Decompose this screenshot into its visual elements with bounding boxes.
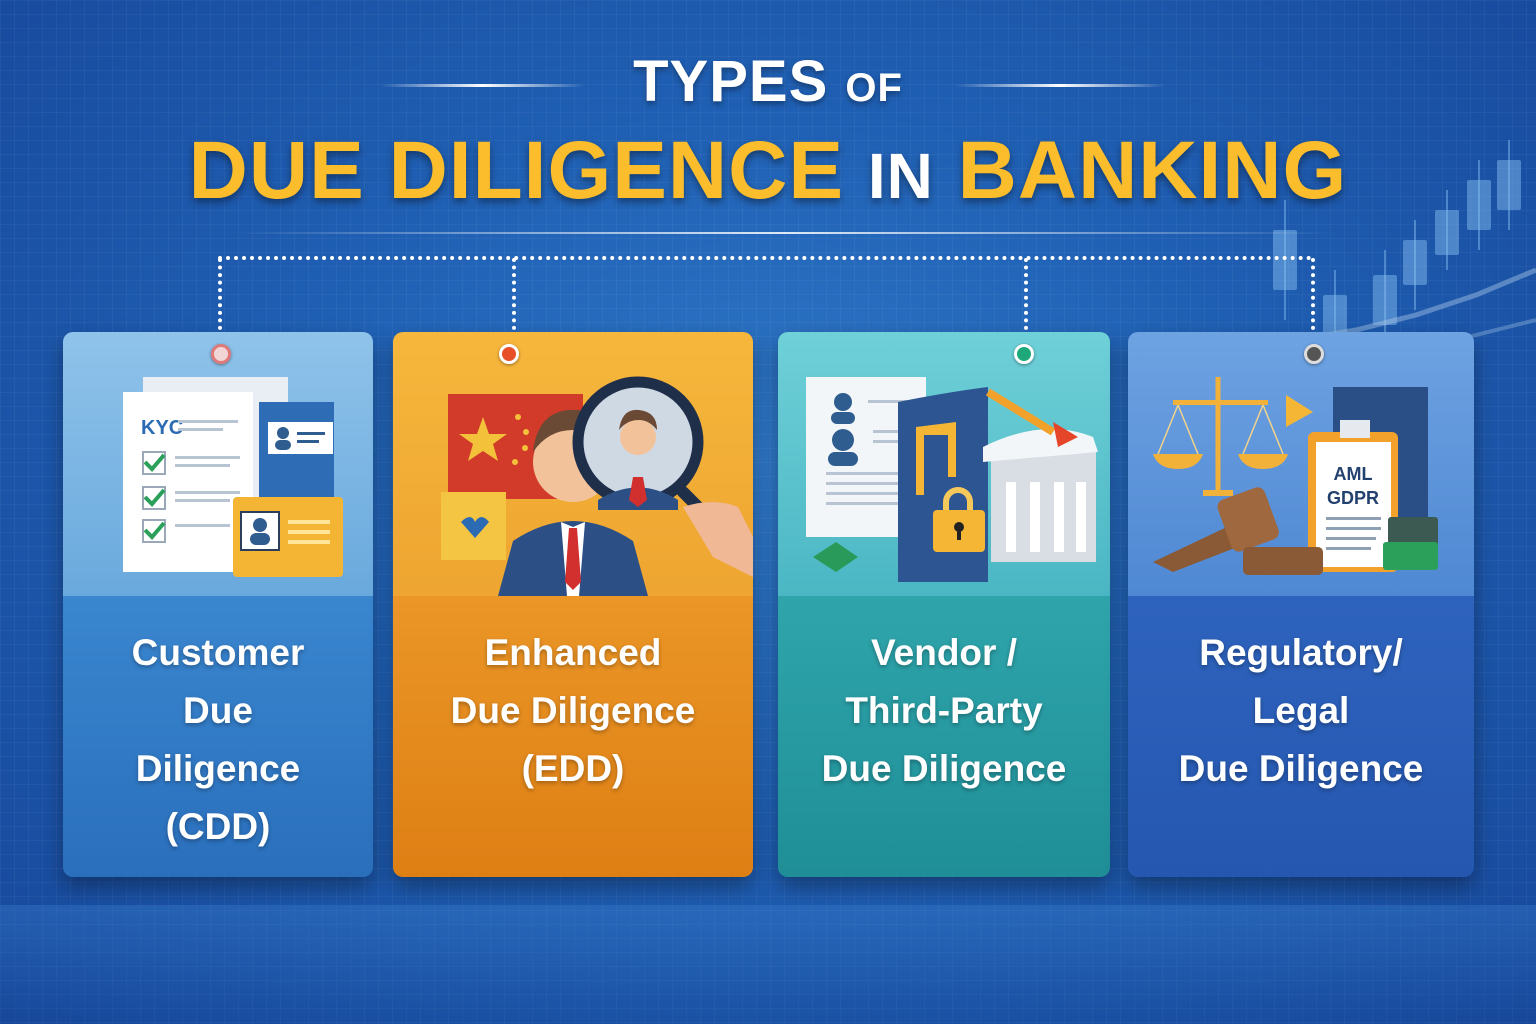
candlestick-chart-decoration [1236, 140, 1536, 520]
connector-horizontal [218, 256, 1312, 260]
pin-icon [211, 344, 231, 364]
card-label-area: Enhanced Due Diligence (EDD) [393, 596, 753, 877]
svg-text:AML: AML [1334, 464, 1373, 484]
title-in: IN [867, 140, 934, 212]
svg-text:KYC: KYC [141, 417, 183, 439]
title-divider [230, 232, 1336, 234]
card-illustration-area: AML GDPR [1128, 332, 1474, 596]
card-label: Customer Due Diligence (CDD) [131, 632, 305, 847]
magnifying-glass-person-icon [441, 376, 753, 596]
card-illustration-area [393, 332, 753, 596]
connector-edd [512, 258, 516, 330]
connector-cdd [218, 258, 222, 330]
card-label-area: Vendor / Third-Party Due Diligence [778, 596, 1110, 877]
title-line-1: TYPES OF [0, 48, 1536, 115]
title-rule-right [955, 84, 1165, 87]
background-floor [0, 905, 1536, 1024]
svg-text:GDPR: GDPR [1327, 488, 1379, 508]
card-vendor-third-party-due-diligence: Vendor / Third-Party Due Diligence [778, 332, 1110, 877]
pin-icon [1014, 344, 1034, 364]
pin-icon [499, 344, 519, 364]
card-label: Vendor / Third-Party Due Diligence [821, 632, 1067, 789]
title-banking: BANKING [957, 125, 1348, 216]
title-of: OF [845, 66, 903, 110]
card-customer-due-diligence: KYC Customer Due Diligence (CDD) [63, 332, 373, 877]
card-enhanced-due-diligence: Enhanced Due Diligence (EDD) [393, 332, 753, 877]
title-rule-left [380, 84, 585, 87]
connector-regulatory [1311, 258, 1315, 330]
card-label-area: Regulatory/ Legal Due Diligence [1128, 596, 1474, 877]
connector-vendor [1024, 258, 1028, 330]
card-illustration-area [778, 332, 1110, 596]
page-title: DUE DILIGENCE IN BANKING [0, 130, 1536, 212]
pin-icon [1304, 344, 1324, 364]
scales-gavel-clipboard-icon: AML GDPR [1153, 377, 1438, 575]
document-lock-bank-icon [806, 377, 1098, 582]
card-illustration-area: KYC [63, 332, 373, 596]
card-label: Enhanced Due Diligence (EDD) [450, 632, 696, 789]
title-due-diligence: DUE DILIGENCE [188, 125, 845, 216]
card-label: Regulatory/ Legal Due Diligence [1178, 632, 1424, 789]
kyc-checklist-id-card-icon: KYC [123, 377, 343, 577]
title-types: TYPES [633, 49, 829, 114]
card-label-area: Customer Due Diligence (CDD) [63, 596, 373, 877]
card-regulatory-legal-due-diligence: AML GDPR Regulatory/ Legal Due Diligence [1128, 332, 1474, 877]
